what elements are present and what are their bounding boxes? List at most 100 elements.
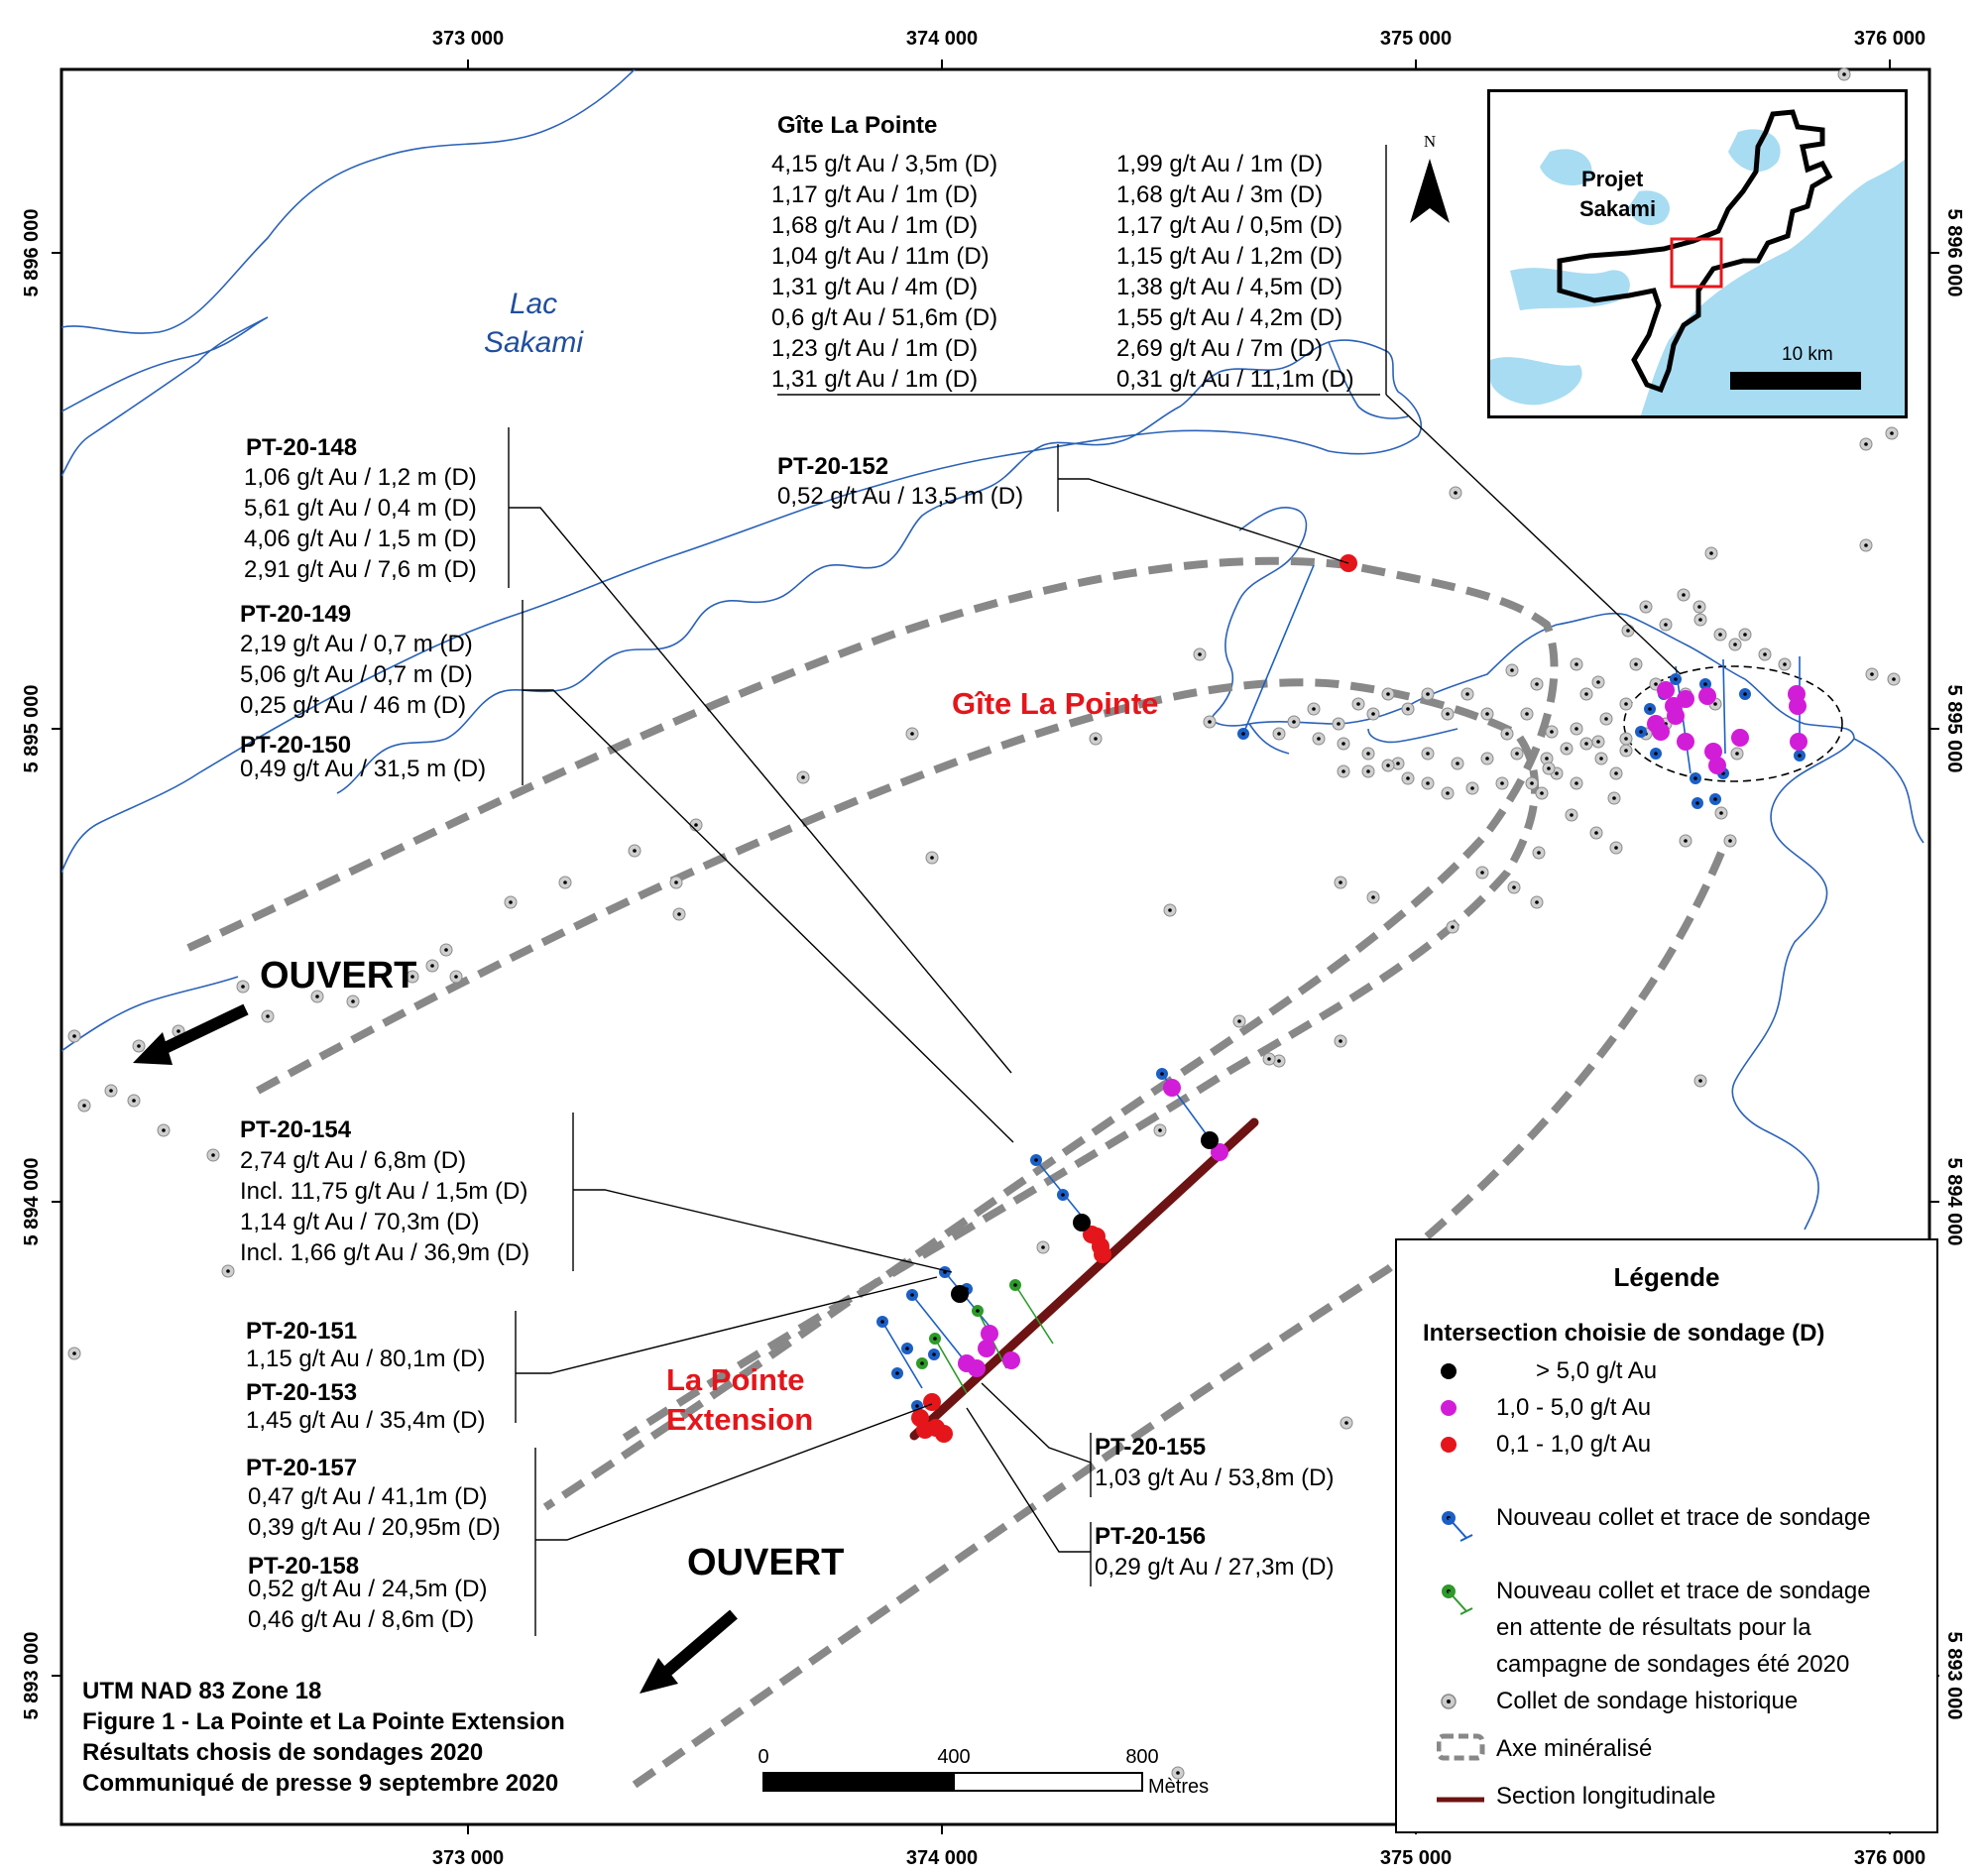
historical-collar-center [1624, 749, 1628, 753]
historical-collar-center [1277, 732, 1281, 736]
shorelines [61, 69, 1925, 1231]
historical-collar-center [1341, 769, 1345, 773]
intersection-magenta-icon [1731, 729, 1749, 747]
x-grid-label: 374 000 [906, 28, 978, 50]
historical-collar-center [1406, 776, 1410, 780]
historical-collar-center [1317, 737, 1321, 741]
historical-collar-center [1237, 1019, 1241, 1023]
gite-result: 1,15 g/t Au / 1,2m (D) [1116, 243, 1342, 270]
historical-collar-center [162, 1128, 166, 1132]
historical-collar-center [1624, 702, 1628, 706]
intersection-black-icon [1073, 1214, 1091, 1231]
gite-results: Gîte La Pointe 4,15 g/t Au / 3,5m (D)1,1… [771, 112, 1354, 393]
hole-result: 1,03 g/t Au / 53,8m (D) [1095, 1465, 1334, 1491]
intersection-magenta-icon [1790, 733, 1808, 751]
new-collar-center [932, 1352, 936, 1356]
historical-collar-center [1604, 717, 1608, 721]
open-arrow-icon [660, 1609, 738, 1679]
historical-collar-center [1426, 781, 1430, 785]
intersection-magenta-icon [1163, 1079, 1181, 1097]
historical-collar-center [1575, 662, 1578, 666]
hole-result: 1,06 g/t Au / 1,2 m (D) [244, 464, 477, 491]
historical-collar-center [1654, 682, 1658, 686]
historical-collar-center [1624, 737, 1628, 741]
historical-collar-center [930, 856, 934, 860]
historical-collar-center [1366, 769, 1370, 773]
historical-collar-center [1718, 633, 1722, 637]
y-grid-label: 5 896 000 [1943, 209, 1965, 297]
intersection-magenta-icon [1789, 697, 1807, 715]
historical-collar-center [1698, 618, 1702, 622]
historical-collar-center [315, 995, 319, 998]
historical-collar-center [1644, 605, 1648, 609]
historical-collar-center [1545, 757, 1549, 761]
scale-tick: 800 [1125, 1746, 1158, 1768]
zone-label-gite: Gîte La Pointe [952, 686, 1158, 721]
open-arrowhead-icon [133, 1032, 173, 1065]
new-collar-center [1713, 797, 1717, 801]
pending-collars [916, 1279, 1021, 1369]
new-collar-center [910, 1293, 914, 1297]
hole-result: 1,45 g/t Au / 35,4m (D) [246, 1407, 485, 1434]
y-grid-label: 5 896 000 [21, 209, 43, 297]
gite-result: 1,68 g/t Au / 1m (D) [771, 212, 978, 239]
historical-collar-center [1451, 925, 1455, 929]
gite-result: 1,23 g/t Au / 1m (D) [771, 335, 978, 362]
historical-collar-center [1454, 491, 1458, 495]
hole-result: 4,06 g/t Au / 1,5 m (D) [244, 526, 477, 552]
hole-name: PT-20-150 [240, 732, 351, 759]
historical-collar-center [1344, 1421, 1348, 1425]
pending-collar-center [976, 1309, 980, 1313]
y-grid-label: 5 894 000 [21, 1158, 43, 1246]
new-collar-center [1648, 707, 1652, 711]
inset-map: Projet Sakami 10 km [1487, 89, 1908, 418]
hole-name: PT-20-158 [248, 1553, 359, 1580]
hole-result: 0,52 g/t Au / 24,5m (D) [248, 1576, 487, 1602]
historical-collar-center [1396, 762, 1400, 765]
inset-project-label: Projet [1581, 167, 1644, 191]
new-collar-center [1695, 801, 1699, 805]
gite-outline [1623, 665, 1843, 782]
historical-collar-center [1366, 752, 1370, 756]
historical-collar-center [1596, 680, 1600, 684]
historical-collar-center [1870, 672, 1874, 676]
x-grid-label: 373 000 [432, 1847, 504, 1869]
hole-result: 0,29 g/t Au / 27,3m (D) [1095, 1554, 1334, 1581]
historical-collar-center [1599, 757, 1603, 761]
hole-result: Incl. 1,66 g/t Au / 36,9m (D) [240, 1239, 529, 1266]
historical-collar-center [1515, 752, 1519, 756]
historical-collar-center [454, 975, 458, 979]
gite-result: 0,31 g/t Au / 11,1m (D) [1116, 366, 1354, 393]
historical-collar-center [1728, 839, 1732, 843]
historical-collar-center [351, 999, 355, 1003]
hole-result: 5,06 g/t Au / 0,7 m (D) [240, 661, 473, 688]
historical-collar-center [1634, 662, 1638, 666]
caption-line: Communiqué de presse 9 septembre 2020 [82, 1770, 559, 1797]
legend-item: > 5,0 g/t Au [1536, 1357, 1658, 1384]
hole-name: PT-20-156 [1095, 1523, 1206, 1550]
historical-collar-center [1735, 752, 1739, 756]
historical-collar-center [1446, 712, 1450, 716]
historical-collar-center [1892, 677, 1896, 681]
hole-name: PT-20-154 [240, 1116, 352, 1143]
historical-collar-center [1525, 712, 1529, 716]
historical-collar-center [1446, 791, 1450, 795]
historical-collar-center [1312, 707, 1316, 711]
north-arrow-icon: N [1410, 132, 1450, 223]
historical-collar-center [1341, 742, 1345, 746]
x-grid-label: 375 000 [1380, 1847, 1452, 1869]
intersection-magenta-icon [1657, 681, 1675, 699]
historical-collar-center [1709, 551, 1713, 555]
open-label: OUVERT [687, 1542, 844, 1583]
historical-collar-center [1041, 1245, 1045, 1249]
hole-result: 1,14 g/t Au / 70,3m (D) [240, 1209, 479, 1235]
historical-collar-center [1684, 839, 1688, 843]
historical-collar-center [1510, 668, 1514, 672]
historical-collar-center [1485, 757, 1489, 761]
hole-name: PT-20-157 [246, 1455, 357, 1481]
y-grid-label: 5 893 000 [21, 1632, 43, 1720]
x-grid-label: 376 000 [1854, 28, 1925, 50]
new-collar-center [1160, 1072, 1164, 1076]
historical-collar-center [1337, 722, 1341, 726]
